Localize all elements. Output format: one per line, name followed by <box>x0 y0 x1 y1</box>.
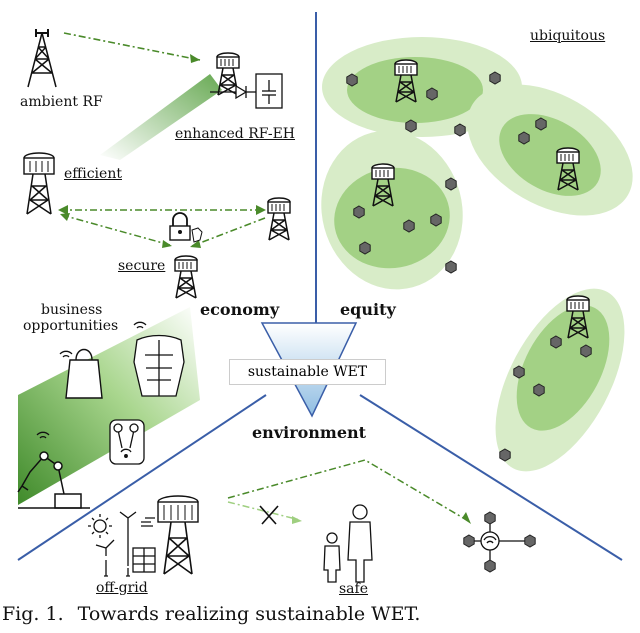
energy-harvester-icon <box>210 73 283 109</box>
label-off-grid: off-grid <box>96 580 148 596</box>
ubiquitous-cluster-lower <box>495 288 625 472</box>
off-grid-icons <box>88 511 156 577</box>
wifi-icon-bag <box>59 350 73 358</box>
wifi-icon-left <box>36 431 50 439</box>
ambient-rf-tower-icon <box>27 29 57 88</box>
label-environment: environment <box>252 423 367 442</box>
person-icon <box>323 504 373 583</box>
label-safe: safe <box>339 581 368 597</box>
off-grid-tower-icon <box>157 495 199 575</box>
divider-left <box>17 394 267 561</box>
robot-arm-icon <box>17 451 90 509</box>
lock-icon <box>169 212 203 243</box>
efficient-tower-icon <box>23 152 55 215</box>
divider-right <box>359 394 623 561</box>
label-opportunities: opportunities <box>23 318 119 334</box>
label-economy: economy <box>200 300 280 319</box>
remote-tower-icon <box>267 197 291 241</box>
caption-text: Towards realizing sustainable WET. <box>77 603 421 625</box>
label-sustainable-wet: sustainable WET <box>247 364 368 380</box>
secure-tower-icon <box>174 255 198 299</box>
earbuds-icon <box>109 419 145 465</box>
energy-beam <box>100 74 222 160</box>
wifi-icon-torso <box>133 321 147 329</box>
label-ambient-rf: ambient RF <box>20 94 103 110</box>
sensor-node-icon <box>463 511 536 573</box>
link-to-iot <box>227 459 471 523</box>
human-torso-icon <box>133 334 185 397</box>
caption-number: Fig. 1. <box>2 603 64 625</box>
label-ubiquitous: ubiquitous <box>530 28 606 44</box>
rf-link-arrow <box>63 32 201 61</box>
shopping-bag-icon <box>65 348 103 399</box>
label-efficient: efficient <box>64 166 122 182</box>
label-secure: secure <box>118 258 166 274</box>
link-to-safe-blocked <box>227 501 301 521</box>
label-equity: equity <box>340 300 396 319</box>
figure-caption: Fig. 1. Towards realizing sustainable WET… <box>2 603 420 625</box>
label-business: business <box>41 302 103 318</box>
label-enhanced-rf-eh: enhanced RF-EH <box>175 126 296 142</box>
sustainable-wet-box: sustainable WET <box>229 359 386 385</box>
ubiquitous-cluster-middle <box>321 130 463 290</box>
